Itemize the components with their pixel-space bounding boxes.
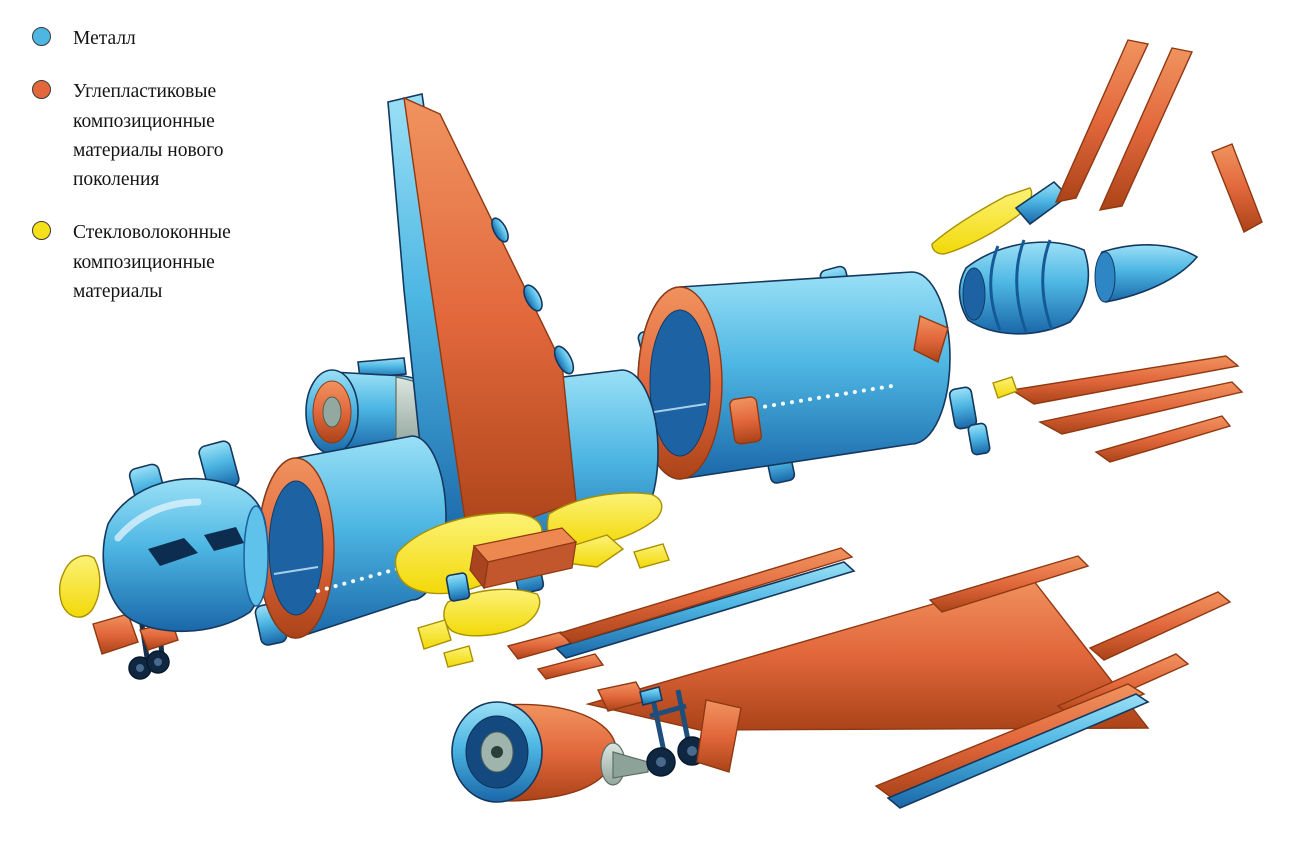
tail-ring-line-1 [989,245,1002,331]
apu-cone-face [1094,251,1116,303]
carbon-color-swatch [32,80,51,100]
nose-gear-hub-1 [136,664,144,672]
fin-skin-panel-2 [1098,47,1194,211]
hstab-skin-3 [1094,415,1232,463]
engine-spinner [491,746,503,758]
engine-fan-left [322,396,342,428]
nose-radome-glass [58,554,101,618]
window-row-forward [316,565,406,593]
nose-gear-hub-2 [154,658,162,666]
main-landing-gear [639,686,742,777]
legend-item-carbon-composite: Углепластиковые композиционные материалы… [32,77,282,194]
window-row-rear [754,383,900,410]
main-gear-bracket [639,686,663,706]
slat-strip-blue [554,561,856,659]
flap-track-fairing-2 [523,284,543,312]
fin-root-panel [1014,180,1070,226]
keel-beam-end [469,544,489,590]
fin-skin-panel-3 [1211,143,1263,233]
belly-fairing-panel-7 [633,543,670,569]
slat-strip-orange [558,547,854,644]
main-gear-door-panel [696,699,742,773]
hstab-fairing-glass [992,376,1018,399]
belly-fairing-panel-5 [417,619,452,650]
exhaust-cone [612,751,649,779]
nose-section [58,477,269,680]
tail-ring-line-2 [1015,239,1028,333]
right-engine-nacelle [451,681,649,803]
cockpit-window-2 [204,527,244,551]
spoiler-panel-2 [536,653,605,680]
spoiler-panel-1 [506,631,573,660]
forward-fuselage-interior [268,480,324,616]
cabin-floor-line-rear [653,403,707,413]
cockpit-window-1 [148,538,198,566]
vertical-stabilizer-parts [931,39,1263,255]
wing-skin-strip-right-1 [1088,591,1232,661]
nose-gear-door-1 [92,613,139,655]
lower-strip-blue [886,693,1150,809]
hstab-skin-1 [1010,355,1240,405]
rear-fuselage-section [637,271,951,480]
belly-fairing-parts [394,492,670,680]
forward-fuselage-section [257,435,447,639]
tail-joint-wedge [913,315,949,364]
legend-label-glass-composite: Стекловолоконные композиционные материал… [73,222,231,302]
tail-section-face [962,267,986,321]
nose-cut-face [243,505,269,607]
horizontal-stabilizer-parts [948,355,1244,463]
flap-track-fairing-1 [491,217,509,243]
fin-skin-panel-1 [1054,39,1150,203]
nose-highlight [114,498,202,542]
hstab-skin-2 [1037,381,1244,435]
glass-color-swatch [32,221,51,241]
hstab-panel-blue-1 [948,386,978,430]
main-gear-hub-1 [656,757,666,767]
legend-item-glass-composite: Стекловолоконные композиционные материал… [32,218,282,306]
legend-item-metal: Металл [32,24,282,53]
metal-color-swatch [32,27,51,46]
main-gear-hub-2 [687,746,697,756]
fuselage-door-patch [729,396,762,445]
main-wing-skin-panel [585,575,1150,731]
belly-fairing-panel-6 [443,645,474,668]
flap-track-fairing-3 [553,345,575,375]
wing-skin-panels [554,547,1232,809]
wing-assembly [387,93,577,547]
legend-label-metal: Металл [73,28,136,49]
cabin-floor-line-forward [273,566,319,575]
legend: Металл Углепластиковые композиционные ма… [32,24,282,306]
engine-pylon-left [357,357,407,379]
lower-strip-orange [874,683,1146,799]
belly-panel-blue [445,572,471,602]
tail-ring-line-3 [1041,239,1054,331]
tail-cone-parts [958,239,1199,335]
fin-tip-fairing-glass [931,187,1033,255]
main-gear-strut [649,689,691,753]
hstab-panel-blue-2 [967,422,991,456]
wing-skin-strip-upper [928,555,1090,613]
legend-label-carbon-composite: Углепластиковые композиционные материалы… [73,81,224,190]
rear-fuselage-interior [649,309,711,457]
